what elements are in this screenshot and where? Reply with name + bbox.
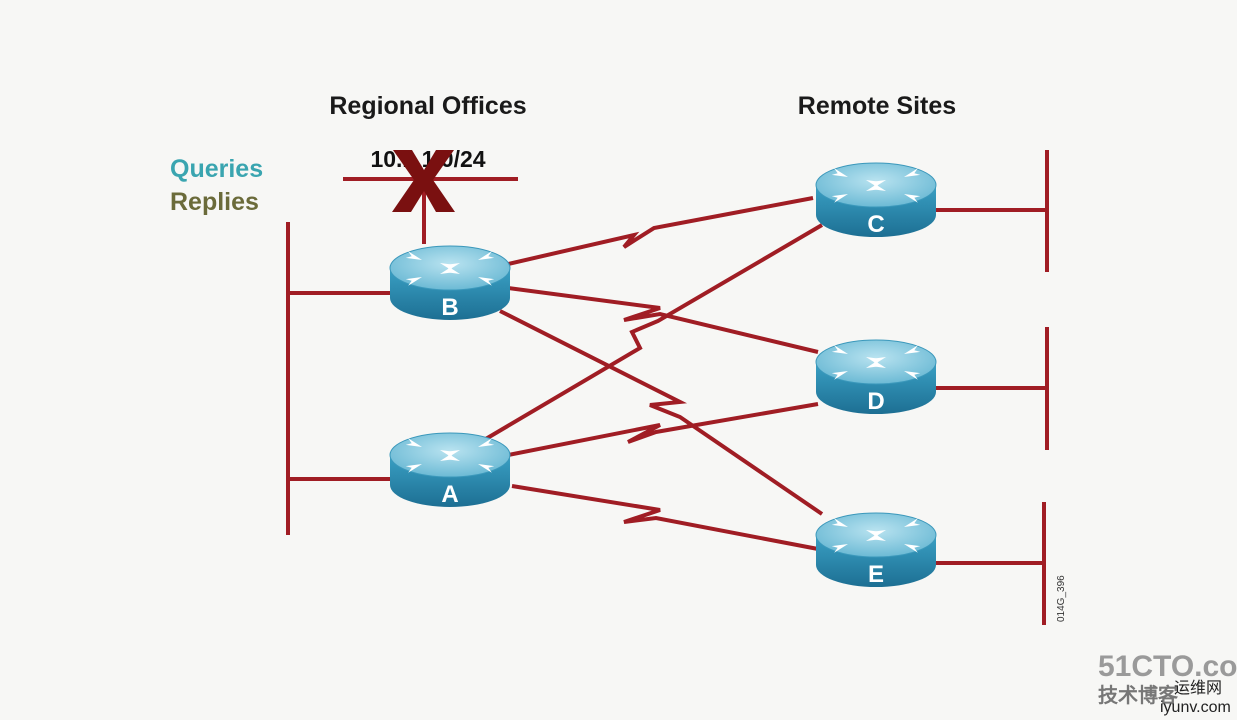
wan-b-e bbox=[499, 309, 824, 516]
router-arrows-icon bbox=[405, 251, 495, 286]
router-arrows-icon bbox=[831, 345, 921, 380]
router-a: A bbox=[389, 432, 511, 508]
wan-links bbox=[482, 196, 824, 551]
watermark-yw: 运维网 bbox=[1174, 679, 1222, 697]
watermark-site: 51CTO.com bbox=[1098, 650, 1237, 683]
router-label: A bbox=[441, 481, 458, 508]
ethernet-links bbox=[288, 208, 1047, 565]
wan-b-c bbox=[507, 196, 814, 266]
router-d: D bbox=[815, 339, 937, 415]
router-label: E bbox=[868, 561, 884, 588]
legend-queries: Queries bbox=[170, 155, 263, 183]
router-label: B bbox=[441, 294, 458, 321]
wan-a-c bbox=[482, 223, 824, 442]
routers: B A C D E bbox=[389, 162, 937, 588]
figure-id: 014G_396 bbox=[1056, 575, 1067, 622]
router-label: C bbox=[867, 211, 884, 238]
router-b: B bbox=[389, 245, 511, 321]
wan-a-d bbox=[507, 402, 819, 457]
wan-a-e bbox=[511, 484, 819, 551]
router-c: C bbox=[815, 162, 937, 238]
remote-sites-heading: Remote Sites bbox=[798, 92, 956, 120]
regional-offices-heading: Regional Offices bbox=[329, 92, 526, 120]
router-arrows-icon bbox=[405, 438, 495, 473]
watermark: 51CTO.com 技术博客 运维网 iyunv.com bbox=[1098, 650, 1237, 716]
router-arrows-icon bbox=[831, 168, 921, 203]
router-arrows-icon bbox=[831, 518, 921, 553]
failure-x-icon bbox=[392, 150, 455, 212]
router-label: D bbox=[867, 388, 884, 415]
watermark-iyunv: iyunv.com bbox=[1160, 699, 1231, 716]
wan-b-d bbox=[507, 286, 819, 354]
watermark-blog: 技术博客 bbox=[1098, 683, 1179, 707]
legend-replies: Replies bbox=[170, 188, 259, 216]
router-e: E bbox=[815, 512, 937, 588]
